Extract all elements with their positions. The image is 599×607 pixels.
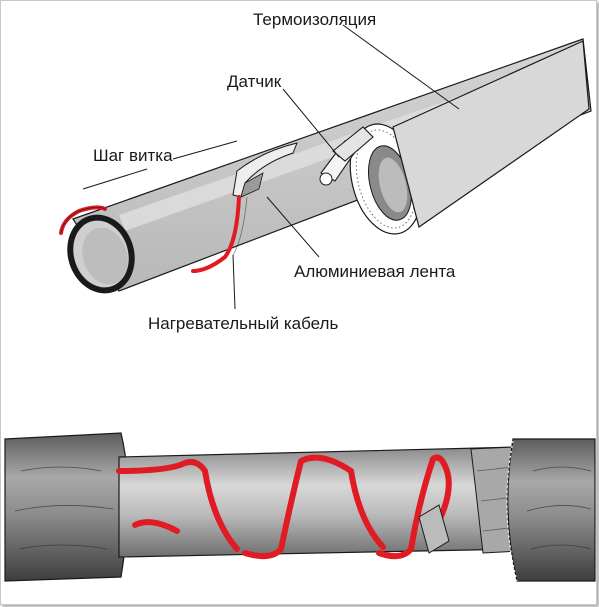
- top-pipe: [59, 38, 592, 294]
- pipe-beyond-insulation: [392, 40, 590, 228]
- label-sensor: Датчик: [227, 72, 282, 91]
- cable-end-cap: [418, 504, 450, 554]
- spiral-heating-cable: [116, 454, 452, 560]
- temperature-sensor: [319, 126, 374, 186]
- label-thermal-insulation: Термоизоляция: [253, 10, 377, 29]
- left-insulation-block: [4, 432, 129, 582]
- label-aluminium-tape: Алюминиевая лента: [294, 262, 456, 281]
- bottom-pipe: [4, 432, 596, 582]
- leader-lines: [82, 24, 460, 310]
- label-coil-pitch: Шаг витка: [93, 146, 173, 165]
- label-heating-cable: Нагревательный кабель: [148, 314, 339, 333]
- right-insulation-block: [507, 438, 596, 582]
